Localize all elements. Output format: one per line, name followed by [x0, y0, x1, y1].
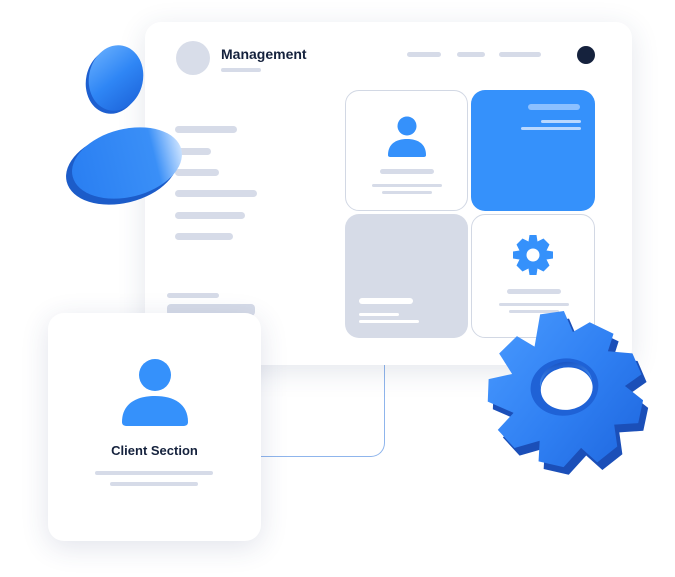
- avatar: [176, 41, 210, 75]
- connector-line: [261, 365, 385, 457]
- user-tile[interactable]: [345, 90, 468, 211]
- sidebar-item-4[interactable]: [175, 190, 257, 197]
- nav-placeholder-1[interactable]: [407, 52, 441, 57]
- management-panel: Management: [145, 22, 632, 365]
- grey-tile[interactable]: [345, 214, 468, 338]
- gear-3d-icon: [487, 310, 649, 475]
- highlight-tile[interactable]: [471, 90, 595, 211]
- sidebar-item-3[interactable]: [175, 169, 219, 176]
- user-icon: [122, 359, 188, 426]
- grey-tile-line-1: [359, 313, 399, 316]
- user-icon: [388, 116, 426, 157]
- client-line-1: [95, 471, 213, 475]
- user-tile-label-placeholder: [380, 169, 434, 174]
- gear-icon: [513, 235, 553, 275]
- grey-tile-title-placeholder: [359, 298, 413, 304]
- client-section-card[interactable]: Client Section: [48, 313, 261, 541]
- highlight-tile-title-placeholder: [528, 104, 580, 110]
- client-line-2: [110, 482, 198, 486]
- client-section-title: Client Section: [111, 443, 198, 458]
- sidebar-item-1[interactable]: [175, 126, 237, 133]
- subtitle-placeholder: [221, 68, 261, 72]
- user-tile-line-1: [372, 184, 442, 187]
- settings-tile-line-2: [509, 310, 559, 313]
- user-tile-line-2: [382, 191, 432, 194]
- highlight-tile-line-2: [521, 127, 581, 130]
- sidebar-footer-placeholder: [167, 293, 219, 298]
- nav-placeholder-2[interactable]: [457, 52, 485, 57]
- sidebar-item-5[interactable]: [175, 212, 245, 219]
- settings-tile[interactable]: [471, 214, 595, 338]
- highlight-tile-line-1: [541, 120, 581, 123]
- user-3d-icon: [66, 45, 182, 205]
- sidebar-item-6[interactable]: [175, 233, 233, 240]
- sidebar-item-2[interactable]: [175, 148, 211, 155]
- profile-dot[interactable]: [577, 46, 595, 64]
- panel-title: Management: [221, 46, 307, 62]
- settings-tile-line-1: [499, 303, 569, 306]
- nav-placeholder-3[interactable]: [499, 52, 541, 57]
- grey-tile-line-2: [359, 320, 419, 323]
- settings-tile-label-placeholder: [507, 289, 561, 294]
